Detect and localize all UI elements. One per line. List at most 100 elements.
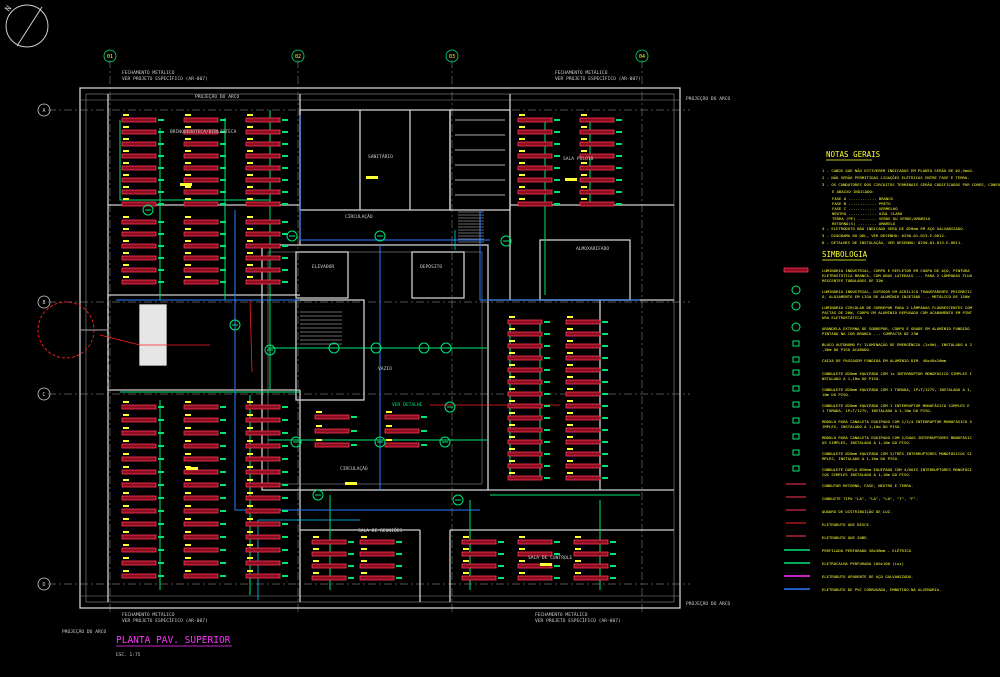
fixture-circuit-tag (567, 472, 573, 474)
fixture-switch-tag (220, 155, 226, 157)
fixture-circuit-tag (567, 412, 573, 414)
fixture-circuit-tag (185, 252, 191, 254)
legend-symbol (792, 401, 800, 408)
fixture-switch-tag (602, 393, 608, 395)
round-luminaire (374, 436, 386, 448)
fixture-switch-tag (554, 577, 560, 579)
fixture-circuit-tag (247, 544, 253, 546)
fixture-switch-tag (602, 381, 608, 383)
legend-item: CONDUITE TIPO "LA", "LA", "LA", "T", "F"… (786, 496, 918, 501)
fluorescent-fixture (121, 117, 157, 123)
fixture-switch-tag (348, 577, 354, 579)
legend-symbol (792, 433, 800, 440)
fluorescent-fixture (121, 495, 157, 501)
fixture-circuit-tag (247, 466, 253, 468)
fixture-circuit-tag (567, 448, 573, 450)
fixture-circuit-tag (123, 114, 129, 116)
fixture-circuit-tag (123, 531, 129, 533)
note-item: FASE A ............ BRANCO (832, 196, 894, 201)
legend-symbol (791, 301, 801, 311)
fixture-circuit-tag (567, 316, 573, 318)
fluorescent-fixture (245, 279, 281, 285)
fluorescent-fixture (507, 331, 543, 337)
note-item: 2 - NÃO SERÃO PERMITIDAS LIGAÇÕES ELÉTRI… (822, 175, 970, 180)
fixture-circuit-tag (123, 414, 129, 416)
conduits-cyan (257, 230, 456, 600)
round-luminaire (286, 230, 298, 242)
fixture-switch-tag (220, 406, 226, 408)
fluorescent-fixture (183, 573, 219, 579)
fixture-switch-tag (351, 416, 357, 418)
fluorescent-fixture (565, 391, 601, 397)
fixture-switch-tag (220, 131, 226, 133)
legend-text: CONDULETE Ø20mm EQUIPADO COM 1 INTERRUPT… (822, 403, 970, 408)
fixture-circuit-tag (185, 126, 191, 128)
fixture-circuit-tag (185, 518, 191, 520)
fixture-switch-tag (610, 553, 616, 555)
fluorescent-fixture (121, 219, 157, 225)
fixture-circuit-tag (313, 560, 319, 562)
fixture-switch-tag (498, 541, 504, 543)
fixture-switch-tag (158, 549, 164, 551)
fixture-circuit-tag (567, 340, 573, 342)
fixture-tags (123, 114, 622, 579)
fixture-circuit-tag (316, 439, 322, 441)
fixture-switch-tag (158, 523, 164, 525)
fluorescent-fixture (507, 355, 543, 361)
fixture-switch-tag (602, 417, 608, 419)
fixture-circuit-tag (567, 436, 573, 438)
fluorescent-fixture (245, 404, 281, 410)
legend-item: ELETRODUTO QUE SOBE. (786, 535, 869, 540)
fluorescent-fixture (121, 430, 157, 436)
fluorescent-fixture (121, 141, 157, 147)
fixture-circuit-tag (567, 400, 573, 402)
fluorescent-fixture (183, 177, 219, 183)
fluorescent-fixture (461, 539, 497, 545)
fixture-circuit-tag (386, 439, 392, 441)
legend-text: 1 TOMADA, 1P+T/127V, INSTALADO A 1,10m D… (822, 408, 932, 413)
legend-symbol (792, 356, 800, 363)
legend-symbol (791, 322, 801, 332)
fixture-switch-tag (158, 536, 164, 538)
fluorescent-fixture (311, 563, 347, 569)
fluorescent-fixture (121, 165, 157, 171)
fixture-circuit-tag (386, 425, 392, 427)
fluorescent-fixture (507, 439, 543, 445)
fluorescent-fixture (121, 443, 157, 449)
fixture-circuit-tag (509, 472, 515, 474)
fluorescent-fixture (245, 560, 281, 566)
conduits-blue (116, 115, 640, 511)
fixture-circuit-tag (123, 150, 129, 152)
legend-text: URA ELETROSTÁTICA (822, 315, 862, 320)
north-label: N (3, 4, 13, 13)
fixture-circuit-tag (247, 174, 253, 176)
fluorescent-fixture (183, 404, 219, 410)
axis-bubble-col-01: 01 (103, 49, 117, 63)
fixture-circuit-tag (123, 240, 129, 242)
fixture-circuit-tag (185, 276, 191, 278)
fluorescent-fixture (245, 165, 281, 171)
legend-text: ELETROCALHA PERFURADA 100x100 (Luz) (822, 561, 904, 566)
fluorescent-fixture (121, 547, 157, 553)
fluorescent-fixture (245, 573, 281, 579)
facade-note-tl-1: FECHAMENTO METÁLICO (122, 69, 175, 76)
fixture-switch-tag (282, 471, 288, 473)
fixture-circuit-tag (247, 186, 253, 188)
fluorescent-fixture (183, 117, 219, 123)
fixture-circuit-tag (509, 412, 515, 414)
fixture-switch-tag (220, 432, 226, 434)
fixture-circuit-tag (509, 352, 515, 354)
arc-projection-3: PROJEÇÃO DO ARCO (62, 628, 106, 635)
fixture-circuit-tag (519, 114, 525, 116)
fluorescent-fixture (121, 456, 157, 462)
fixture-circuit-tag (247, 440, 253, 442)
qdl-panel-4 (186, 467, 198, 470)
fixture-switch-tag (158, 191, 164, 193)
fluorescent-fixture (359, 575, 395, 581)
fluorescent-fixture (517, 141, 553, 147)
fixture-switch-tag (421, 444, 427, 446)
fixture-circuit-tag (247, 453, 253, 455)
fixture-circuit-tag (185, 216, 191, 218)
drawing-scale: ESC. 1:75 (116, 652, 141, 658)
note-item: 5 - DIAGRAMA DO QDL, VER DESENHO: 0250-0… (822, 233, 946, 238)
